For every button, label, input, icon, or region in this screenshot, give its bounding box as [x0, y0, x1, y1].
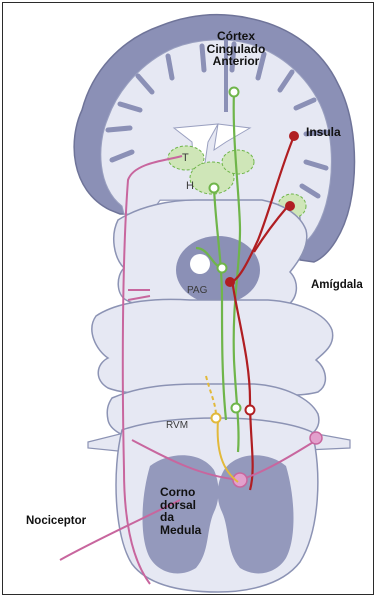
- pons-section: [92, 299, 333, 395]
- aqueduct: [190, 254, 210, 274]
- hypothalamus-label: H: [186, 180, 194, 192]
- nociceptor-label: Nociceptor: [26, 515, 86, 527]
- pag-green-neuron: [218, 264, 227, 273]
- pag-red-neuron: [225, 277, 235, 287]
- rvm-green-neuron: [232, 404, 241, 413]
- rvm-yellow-neuron: [212, 414, 221, 423]
- amygdala-neuron: [285, 201, 295, 211]
- thalamus-region-right: [222, 150, 254, 174]
- dorsal-root-ganglion: [310, 432, 322, 444]
- pag-label: PAG: [187, 285, 207, 296]
- rvm-label: RVM: [166, 420, 188, 431]
- insula-neuron: [289, 131, 299, 141]
- dorsal-horn-label: Corno dorsal da Medula: [160, 486, 220, 536]
- rvm-red-neuron: [246, 406, 255, 415]
- acc-neuron: [230, 88, 239, 97]
- insula-label: Insula: [306, 126, 341, 139]
- thalamus-label: T: [182, 152, 189, 164]
- cortex-label: Córtex Cingulado Anterior: [196, 30, 276, 68]
- hypothalamus-neuron: [210, 184, 219, 193]
- amygdala-label: Amígdala: [311, 279, 363, 291]
